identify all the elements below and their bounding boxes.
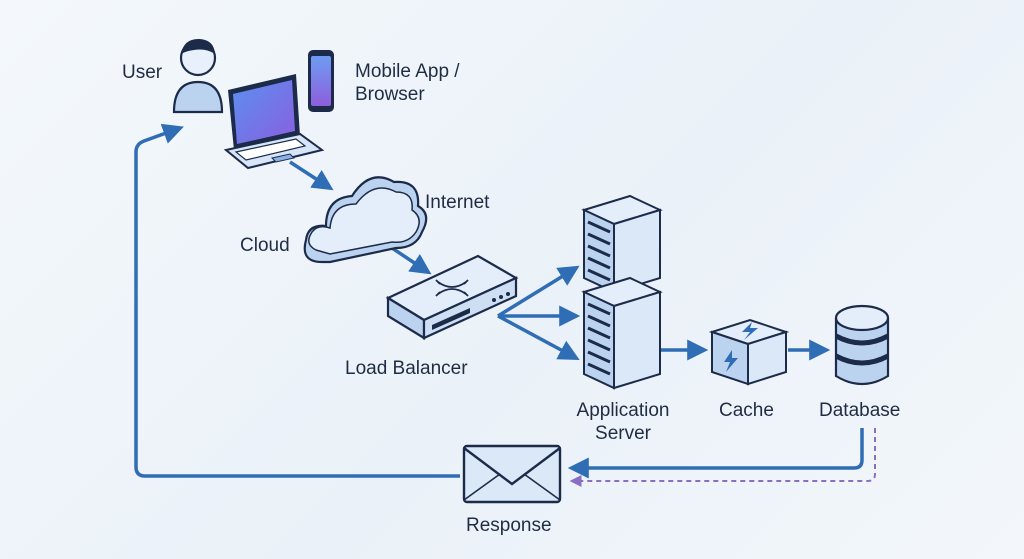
arrow-laptop-to-cloud xyxy=(289,160,334,191)
load-balancer-label: Load Balancer xyxy=(345,358,468,379)
server-rack-icon xyxy=(581,276,663,390)
response-label: Response xyxy=(466,515,552,536)
cache-label: Cache xyxy=(719,400,774,421)
connectors xyxy=(134,123,876,487)
internet-label: Internet xyxy=(425,192,490,213)
cloud-label: Cloud xyxy=(240,235,290,256)
app-server-label-line2: Server xyxy=(595,423,651,444)
envelope-icon xyxy=(462,444,562,504)
device-label-line1: Mobile App / xyxy=(355,61,460,82)
server-rack-icon xyxy=(581,194,663,294)
arrow-database-to-response xyxy=(567,428,864,479)
load-balancer-icon xyxy=(385,254,519,340)
database-icon xyxy=(834,304,890,386)
laptop-icon xyxy=(223,74,325,170)
database-label: Database xyxy=(819,400,901,421)
user-label: User xyxy=(122,62,163,83)
user-icon xyxy=(172,38,224,114)
mobile-phone-icon xyxy=(308,50,334,112)
arrow-lb-to-server-top xyxy=(497,265,580,318)
arrow-lb-to-server-bottom xyxy=(497,314,580,360)
cache-icon xyxy=(708,318,790,386)
device-label-line2: Browser xyxy=(355,84,425,105)
cloud-icon xyxy=(303,176,428,264)
arrow-response-to-user xyxy=(134,123,460,478)
app-server-label-line1: Application xyxy=(576,400,670,421)
arrow-database-to-response-dashed xyxy=(569,428,876,487)
